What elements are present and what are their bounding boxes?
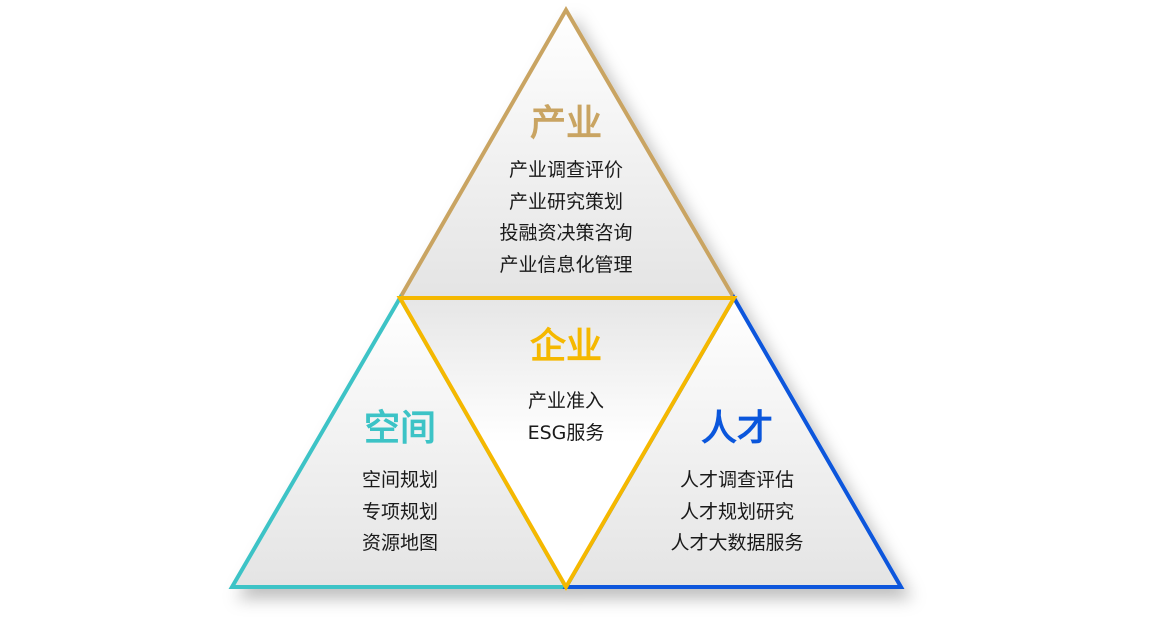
list-item: 产业准入 — [527, 390, 605, 412]
list-item: 产业研究策划 — [508, 190, 624, 213]
list-item: 空间规划 — [361, 469, 439, 491]
list-item: 产业信息化管理 — [499, 253, 633, 276]
space-section: 空间 空间规划 专项规划 资源地图 — [362, 409, 438, 560]
industry-section: 产业 产业调查评价 产业研究策划 投融资决策咨询 产业信息化管理 — [499, 104, 632, 281]
talent-title: 人才 — [700, 408, 774, 449]
space-title: 空间 — [363, 408, 437, 449]
enterprise-items: 产业准入 ESG服务 — [528, 386, 605, 449]
list-item: 人才规划研究 — [679, 500, 795, 523]
list-item: 专项规划 — [361, 500, 439, 523]
list-item: 产业调查评价 — [508, 159, 624, 181]
list-item: 投融资决策咨询 — [499, 222, 633, 244]
talent-items: 人才调查评估 人才规划研究 人才大数据服务 — [670, 465, 803, 560]
list-item: 人才调查评估 — [679, 469, 795, 491]
industry-title: 产业 — [529, 103, 603, 144]
space-items: 空间规划 专项规划 资源地图 — [362, 465, 438, 560]
enterprise-triangle — [396, 296, 738, 591]
enterprise-section: 企业 产业准入 ESG服务 — [528, 327, 605, 449]
list-item: 资源地图 — [361, 532, 439, 554]
list-item: 人才大数据服务 — [670, 532, 804, 554]
industry-items: 产业调查评价 产业研究策划 投融资决策咨询 产业信息化管理 — [499, 155, 632, 281]
talent-section: 人才 人才调查评估 人才规划研究 人才大数据服务 — [670, 409, 803, 560]
list-item: ESG服务 — [527, 421, 605, 444]
enterprise-title: 企业 — [529, 326, 603, 367]
